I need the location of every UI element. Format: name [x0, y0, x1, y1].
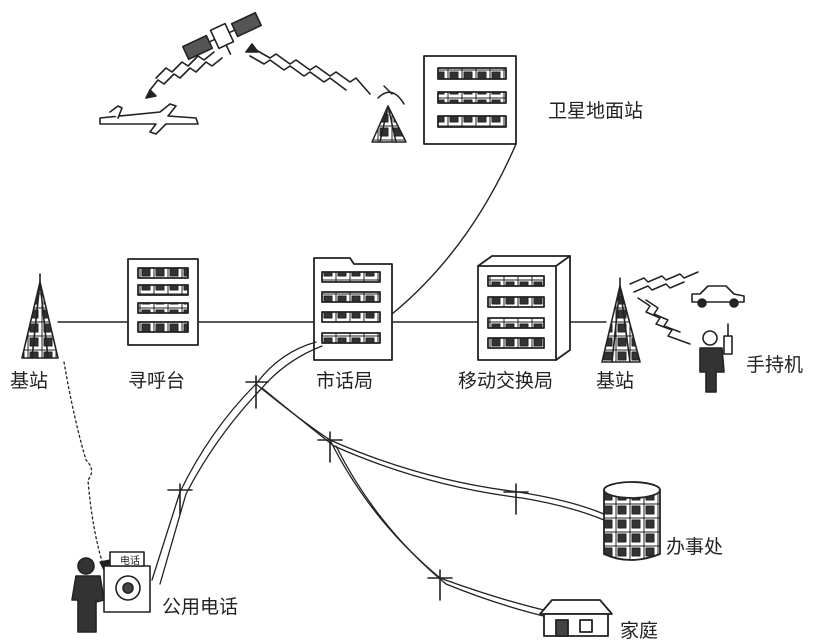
paging-center-building	[128, 259, 198, 345]
label-mobile-switching-center: 移动交换局	[458, 372, 553, 391]
office-building	[604, 482, 660, 560]
label-handset: 手持机	[746, 356, 803, 375]
airplane-icon	[100, 104, 198, 134]
label-home: 家庭	[620, 622, 658, 641]
ground-station-building	[424, 56, 516, 144]
label-local-telephone-office: 市话局	[316, 372, 373, 391]
local-office-building	[314, 258, 392, 360]
label-paging-center: 寻呼台	[128, 372, 185, 391]
base-station-tower-left	[22, 274, 58, 358]
label-satellite-ground-station: 卫星地面站	[548, 102, 643, 121]
mobile-switch-building	[478, 256, 570, 360]
label-base-station-left: 基站	[10, 372, 48, 391]
satellite-icon	[182, 10, 267, 71]
label-base-station-right: 基站	[596, 372, 634, 391]
home-icon	[540, 600, 612, 636]
phone-sign: 电话	[120, 557, 140, 567]
handset-person-icon	[700, 324, 732, 392]
radio-link-car	[630, 272, 698, 292]
label-public-phone: 公用电话	[162, 598, 238, 617]
label-office: 办事处	[666, 538, 723, 557]
utility-poles	[168, 376, 528, 600]
satellite-link-airplane	[146, 52, 222, 98]
car-icon	[692, 286, 744, 307]
satellite-link-ground	[246, 44, 370, 94]
base-station-tower-right	[602, 278, 640, 362]
radio-link-handset	[638, 298, 690, 344]
caller-person-icon	[72, 558, 104, 632]
ground-station-dish-icon	[372, 86, 406, 142]
